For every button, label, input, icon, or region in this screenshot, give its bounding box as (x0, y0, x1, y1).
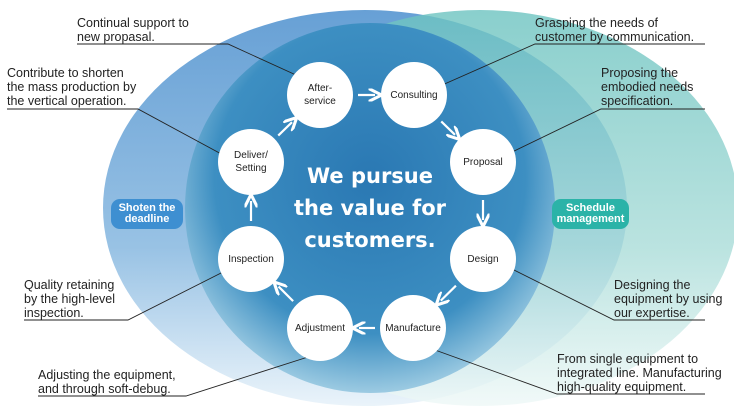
note-proposal: Proposing the embodied needs specificati… (601, 66, 694, 108)
leader-line-deliver-setting (7, 108, 226, 157)
note-design: Designing the equipment by using our exp… (614, 278, 723, 320)
arrow-deliver-setting-to-after-service (277, 122, 292, 137)
node-label-inspection: Inspection (228, 253, 274, 265)
badge-schedule-management: Schedule management (552, 199, 629, 229)
node-circle-after-service (287, 62, 353, 128)
note-adjustment: Adjusting the equipment, and through sof… (38, 368, 176, 396)
node-circle-manufacture (380, 295, 446, 361)
arrow-consulting-to-proposal (440, 120, 455, 134)
note-consulting: Grasping the needs of customer by commun… (535, 16, 695, 44)
arrow-adjustment-to-inspection (279, 287, 294, 302)
node-circle-deliver-setting (218, 129, 284, 195)
node-label-proposal: Proposal (463, 156, 503, 168)
node-label-manufacture: Manufacture (385, 322, 441, 334)
arrow-design-to-manufacture (441, 284, 457, 301)
leader-lines (7, 43, 705, 397)
leader-line-manufacture (434, 349, 705, 395)
note-manufacture: From single equipment to integrated line… (557, 352, 722, 394)
leader-line-proposal (507, 108, 705, 155)
node-circle-consulting (381, 62, 447, 128)
leader-line-inspection (24, 270, 226, 321)
node-label-consulting: Consulting (390, 89, 438, 101)
note-deliver: Contribute to shorten the mass productio… (7, 66, 137, 108)
process-nodes (218, 62, 516, 361)
leader-line-consulting (439, 43, 705, 87)
node-circle-adjustment (287, 295, 353, 361)
badge-shorten-deadline: Shoten the deadline (111, 199, 183, 229)
note-after-service: Continual support to new propasal. (77, 16, 189, 44)
node-circle-proposal (450, 129, 516, 195)
cycle-arrows (251, 95, 483, 328)
node-label-deliver-setting: Deliver/ Setting (234, 150, 268, 174)
node-circle-design (450, 226, 516, 292)
note-inspection: Quality retaining by the high-level insp… (24, 278, 116, 320)
inner-circle (185, 23, 555, 393)
leader-line-adjustment (38, 356, 309, 397)
node-label-design: Design (467, 253, 499, 265)
center-slogan: We pursue the value for customers. (293, 164, 447, 252)
node-label-adjustment: Adjustment (294, 322, 346, 334)
leader-line-after-service (77, 43, 297, 76)
node-label-after-service: After- service (304, 83, 336, 107)
leader-line-design (507, 266, 705, 321)
node-circle-inspection (218, 226, 284, 292)
